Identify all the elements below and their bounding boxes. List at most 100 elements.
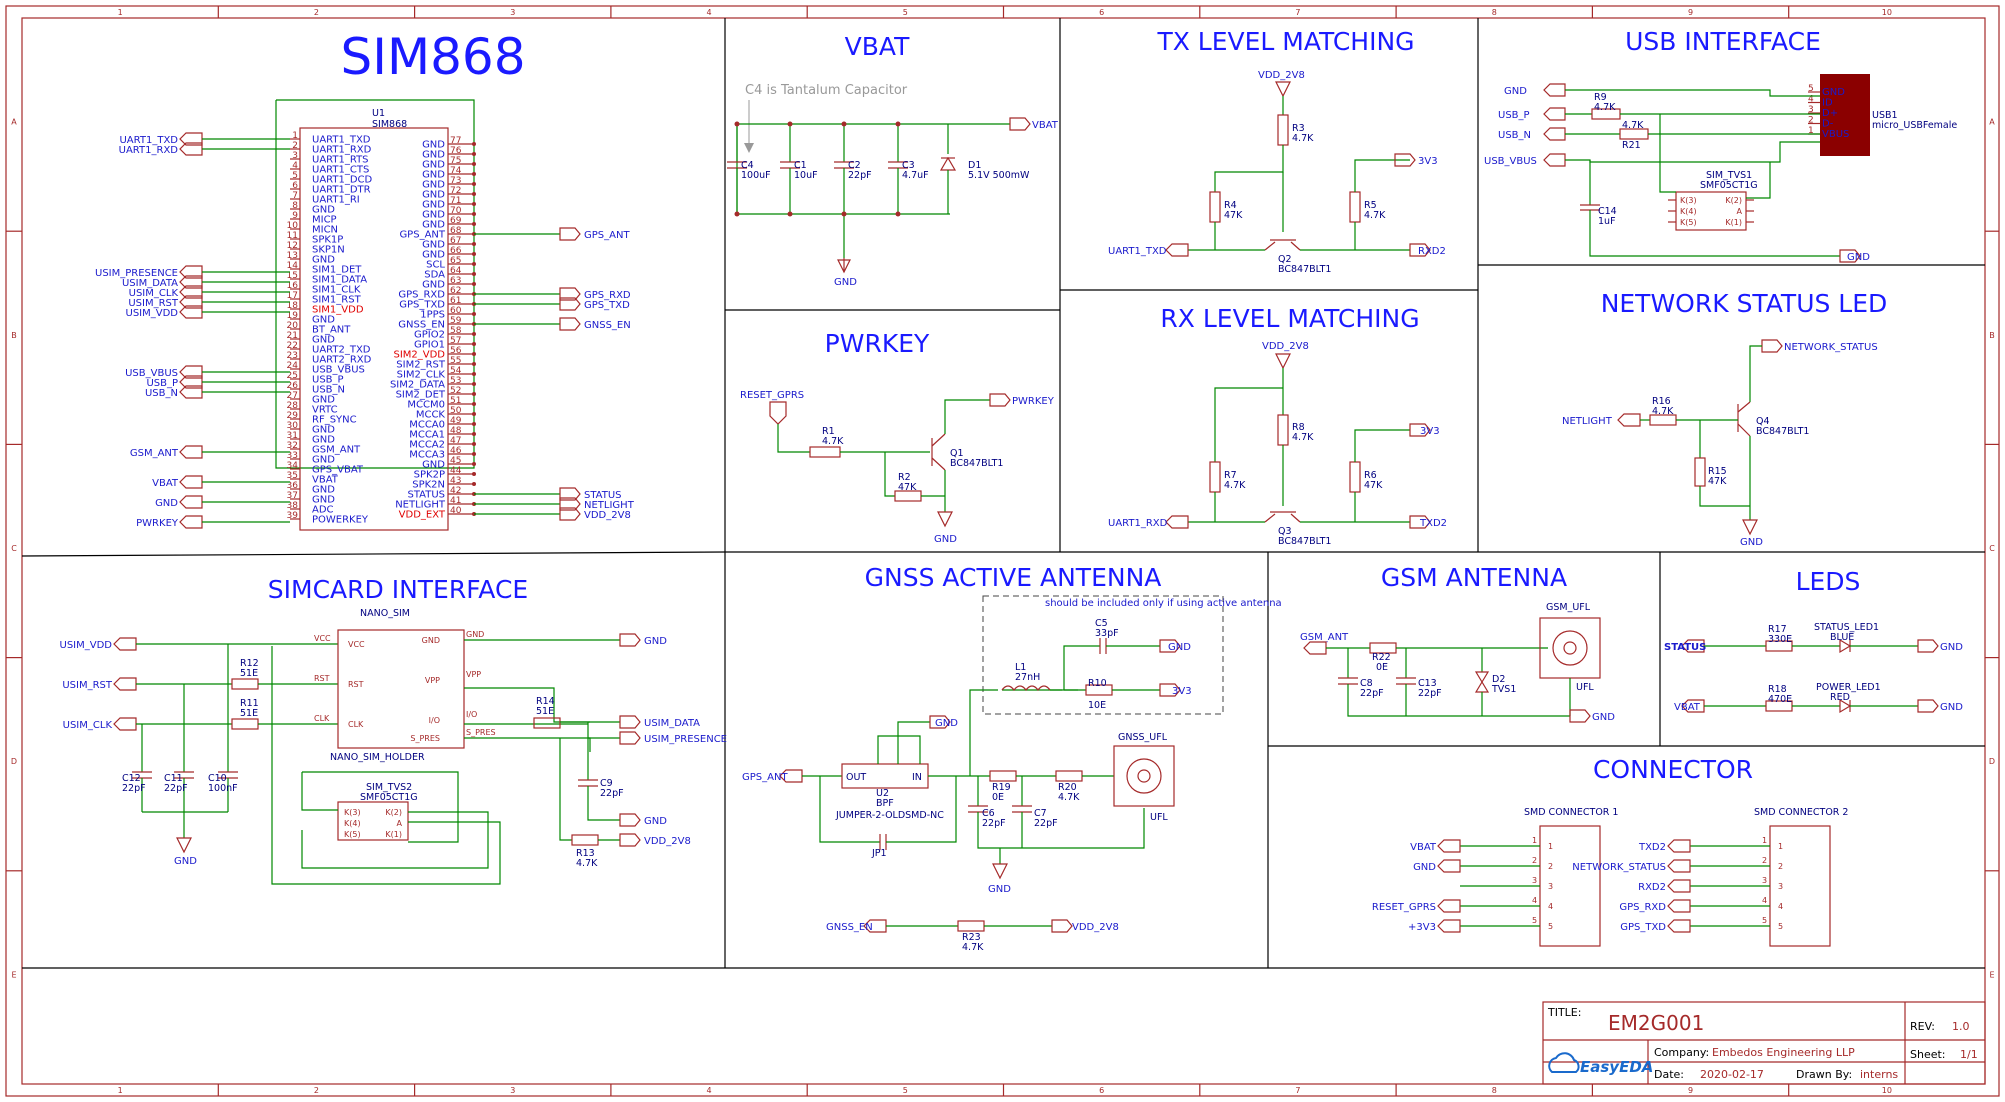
gnss-r19: R19 — [992, 782, 1011, 793]
u1-pin-17-name: SIM1_RST — [312, 295, 362, 306]
conn2-pin-4-inner: 4 — [1778, 902, 1783, 911]
u1-pin-41-name: NETLIGHT — [395, 500, 446, 511]
gsm-gnd: GND — [1592, 712, 1615, 723]
u1-pin-61-num: 61 — [450, 296, 461, 306]
sim-tvs-value: SMF05CT1G — [360, 792, 418, 803]
conn1-pin-2-inner: 2 — [1548, 862, 1553, 871]
gnss-in: GPS_ANT — [742, 772, 788, 783]
sim-r14v: 51E — [536, 706, 554, 717]
conn1-net-1: GND — [1413, 862, 1436, 873]
u1-pin-24-name: USB_VBUS — [312, 365, 365, 376]
gnss-ufl-icon — [1113, 745, 1175, 807]
u1-net-gps_ant: GPS_ANT — [584, 230, 630, 241]
u1-pin-55-name: SIM2_RST — [396, 360, 446, 371]
u1-pin-16-num: 16 — [287, 281, 299, 291]
u1-pin-12-name: SKP1N — [312, 245, 345, 256]
col-marker-bottom-8: 9 — [1688, 1086, 1693, 1095]
u1-pin-77-num: 77 — [450, 136, 461, 146]
sim-holder-lpin-1: RST — [348, 680, 364, 689]
sim-holder-lpin-out-2: CLK — [314, 714, 330, 723]
u1-pin-27-name: GND — [312, 395, 335, 406]
u1-pin-20-num: 20 — [287, 321, 299, 331]
sim-holder-rpin-out-1: VPP — [466, 670, 481, 679]
u1-pin-58-num: 58 — [450, 326, 462, 336]
u1-pin-72-num: 72 — [450, 186, 461, 196]
u1-pin-71-name: GND — [422, 200, 445, 211]
tx-3v3: 3V3 — [1418, 156, 1438, 167]
tx-r3v: 4.7K — [1292, 133, 1314, 144]
gnss-c7v: 22pF — [1034, 818, 1058, 829]
netled-qv: BC847BLT1 — [1756, 426, 1809, 437]
gnss-c6: C6 — [982, 808, 995, 819]
leds-r18: R18 — [1768, 684, 1787, 695]
sim-r12v: 51E — [240, 668, 258, 679]
gnss-gnd2: GND — [935, 718, 958, 729]
u1-pin-18-num: 18 — [287, 301, 299, 311]
u1-net-usb_p: USB_P — [146, 378, 178, 389]
gnss-l1v: 27nH — [1015, 672, 1040, 683]
row-marker-right-0: A — [1989, 118, 1995, 127]
u1-pin-10-name: MICN — [312, 225, 338, 236]
u1-pin-19-num: 19 — [287, 311, 299, 321]
u1-pin-75-num: 75 — [450, 156, 461, 166]
u1-pin-15-num: 15 — [287, 271, 298, 281]
usb-tvs-lpin-2: K(5) — [1680, 218, 1697, 227]
sim-holder-ref: NANO_SIM — [360, 608, 410, 619]
u1-pin-37-num: 37 — [287, 491, 298, 501]
tx-qv: BC847BLT1 — [1278, 264, 1331, 275]
sim-holder-rpin-out-2: I/O — [466, 710, 477, 719]
u1-pin-26-num: 26 — [287, 381, 299, 391]
vbat-c1-ref: C1 — [794, 160, 807, 171]
vbat-section: C4 is Tantalum Capacitor C4100uFC110uFC2… — [727, 83, 1059, 288]
u1-value: SIM868 — [372, 119, 407, 130]
tx-r3: R3 — [1292, 123, 1305, 134]
gnss-r10v: 10E — [1088, 700, 1106, 711]
u1-pin-55-num: 55 — [450, 356, 461, 366]
connector-title: CONNECTOR — [1593, 755, 1753, 784]
u1-pin-68-name: GPS_ANT — [399, 230, 445, 241]
vbat-c3-ref: C3 — [902, 160, 915, 171]
conn2-pin-2-inner: 2 — [1778, 862, 1783, 871]
u1-pin-5-num: 5 — [292, 171, 298, 181]
gnss-uflv: UFL — [1150, 812, 1168, 823]
pwrkey-r2: R2 — [898, 472, 911, 483]
col-marker-bottom-0: 1 — [118, 1086, 123, 1095]
u1-pin-53-name: SIM2_DATA — [390, 380, 445, 391]
u1-pin-31-num: 31 — [287, 431, 298, 441]
vbat-c4-val: 100uF — [741, 170, 771, 181]
gnss-inp: IN — [912, 772, 922, 783]
u1-net-gps_txd: GPS_TXD — [584, 300, 630, 311]
u1-pin-42-num: 42 — [450, 486, 461, 496]
u1-pin-9-num: 9 — [292, 211, 298, 221]
gnss-r20v: 4.7K — [1058, 792, 1080, 803]
pwrkey-gnd: GND — [934, 534, 957, 545]
u1-pin-70-num: 70 — [450, 206, 462, 216]
sim-c9v: 22pF — [600, 788, 624, 799]
tb-title-label: TITLE: — [1547, 1006, 1581, 1019]
u1-pin-35-num: 35 — [287, 471, 298, 481]
col-marker-top-5: 6 — [1099, 8, 1104, 17]
sim-rnet-3: GND — [644, 816, 667, 827]
u1-pin-60-name: 1PPS — [420, 310, 445, 321]
row-marker-left-4: E — [11, 970, 16, 979]
gnss-ufl: GNSS_UFL — [1118, 732, 1168, 743]
conn2-net-0: TXD2 — [1638, 842, 1666, 853]
u1-pin-62-name: GPS_RXD — [398, 290, 445, 301]
u1-pin-50-num: 50 — [450, 406, 462, 416]
u1-pin-3-name: UART1_RTS — [312, 155, 369, 166]
conn2-pin-4: 4 — [1762, 896, 1767, 905]
u1-pin-39-name: POWERKEY — [312, 515, 369, 526]
netled-status: NETWORK_STATUS — [1784, 342, 1878, 353]
u1-pin-54-num: 54 — [450, 366, 462, 376]
u1-pin-76-name: GND — [422, 150, 445, 161]
col-marker-bottom-6: 7 — [1295, 1086, 1300, 1095]
tb-date-label: Date: — [1654, 1068, 1684, 1081]
u1-net-netlight: NETLIGHT — [584, 500, 635, 511]
u1-pin-20-name: BT_ANT — [312, 325, 351, 336]
u1-pin-19-name: GND — [312, 315, 335, 326]
u1-pin-74-name: GND — [422, 170, 445, 181]
u1-pin-64-num: 64 — [450, 266, 462, 276]
u1-net-gps_rxd: GPS_RXD — [584, 290, 631, 301]
